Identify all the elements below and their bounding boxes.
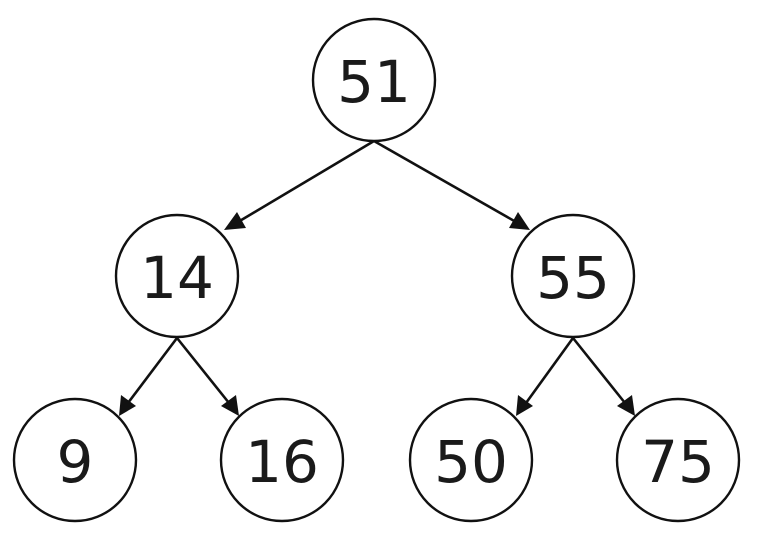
node-label: 75: [641, 428, 715, 496]
arrowhead-icon: [617, 395, 635, 416]
edge-51-to-55: [373, 139, 530, 230]
tree-node-16: 16: [219, 397, 345, 523]
tree-node-75: 75: [615, 397, 741, 523]
edge-51-to-14: [224, 139, 375, 230]
tree-node-50: 50: [408, 397, 534, 523]
edge-14-to-9: [119, 337, 179, 416]
edge-55-to-50: [516, 337, 575, 416]
arrowhead-icon: [224, 212, 246, 230]
edge-55-to-75: [571, 337, 635, 416]
node-label: 51: [337, 48, 411, 116]
tree-node-9: 9: [12, 397, 138, 523]
node-label: 50: [434, 428, 508, 496]
tree-node-51: 51: [311, 17, 437, 143]
arrowhead-icon: [509, 212, 530, 230]
node-label: 16: [245, 428, 319, 496]
edge-14-to-16: [175, 337, 239, 416]
node-label: 14: [140, 244, 214, 312]
arrowhead-icon: [516, 395, 533, 416]
nodes: 51 14 55 9 16 50 75: [12, 17, 741, 523]
arrowhead-icon: [119, 395, 136, 416]
arrowhead-icon: [221, 395, 239, 416]
node-label: 55: [536, 244, 610, 312]
tree-node-55: 55: [510, 213, 636, 339]
tree-node-14: 14: [114, 213, 240, 339]
edges: [119, 139, 635, 416]
node-label: 9: [57, 428, 94, 496]
